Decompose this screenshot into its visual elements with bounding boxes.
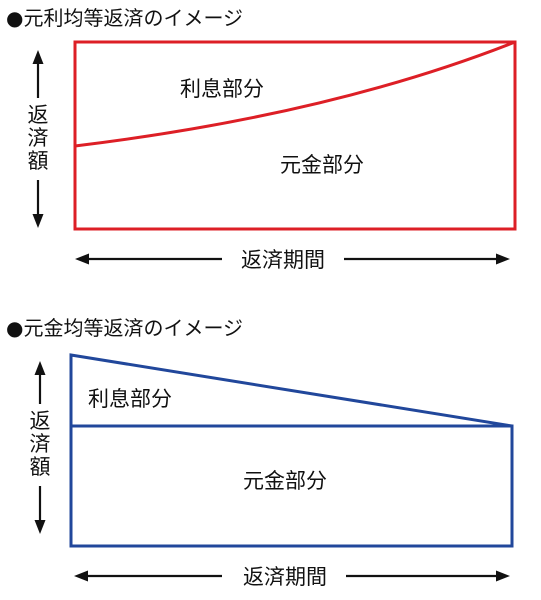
- equal-payment-principal-label: 元金部分: [280, 153, 364, 177]
- equal-principal-y-label-char-3: 額: [30, 455, 51, 479]
- equal-payment-box: [73, 40, 517, 231]
- equal-payment-y-label-char-2: 済: [28, 126, 49, 150]
- equal-principal-title: ●元金均等返済のイメージ: [6, 316, 243, 340]
- arrow-left-icon: [75, 253, 89, 265]
- arrow-right-icon: [496, 253, 510, 265]
- interest-principal-curve: [74, 40, 516, 148]
- arrow-right-icon: [496, 570, 510, 582]
- equal-payment-y-label-char-3: 額: [28, 149, 49, 173]
- arrow-down-icon: [32, 214, 44, 228]
- arrow-up-icon: [32, 50, 44, 64]
- equal-principal-y-axis: 返 済 額: [30, 361, 51, 534]
- equal-principal-x-label: 返済期間: [243, 565, 327, 589]
- equal-principal-x-axis: 返済期間: [74, 565, 510, 589]
- equal-payment-x-label: 返済期間: [241, 248, 325, 272]
- equal-payment-section: ●元利均等返済のイメージ 利息部分 元金部分 返 済 額 返済期間: [6, 6, 517, 272]
- equal-payment-interest-label: 利息部分: [180, 77, 264, 101]
- equal-principal-interest-label: 利息部分: [88, 387, 172, 411]
- equal-payment-y-axis: 返 済 額: [28, 50, 49, 228]
- equal-payment-title: ●元利均等返済のイメージ: [6, 6, 243, 30]
- arrow-left-icon: [74, 570, 88, 582]
- equal-principal-y-label-char-1: 返: [30, 409, 51, 433]
- equal-principal-principal-label: 元金部分: [243, 469, 327, 493]
- arrow-down-icon: [34, 520, 46, 534]
- arrow-up-icon: [34, 361, 46, 375]
- principal-box: [69, 424, 514, 548]
- equal-payment-y-label-char-1: 返: [28, 103, 49, 127]
- equal-payment-x-axis: 返済期間: [75, 248, 510, 272]
- equal-principal-section: ●元金均等返済のイメージ 利息部分 元金部分 返 済 額 返済期間: [6, 316, 514, 589]
- equal-principal-y-label-char-2: 済: [30, 432, 51, 456]
